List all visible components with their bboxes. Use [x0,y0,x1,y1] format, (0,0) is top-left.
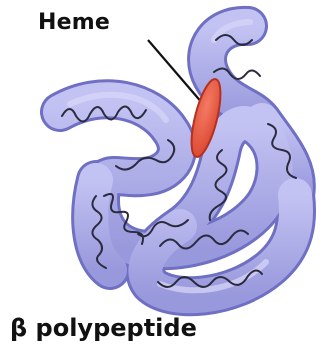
diagram-caption: β polypeptide [10,314,197,342]
heme-label: Heme [38,10,110,35]
